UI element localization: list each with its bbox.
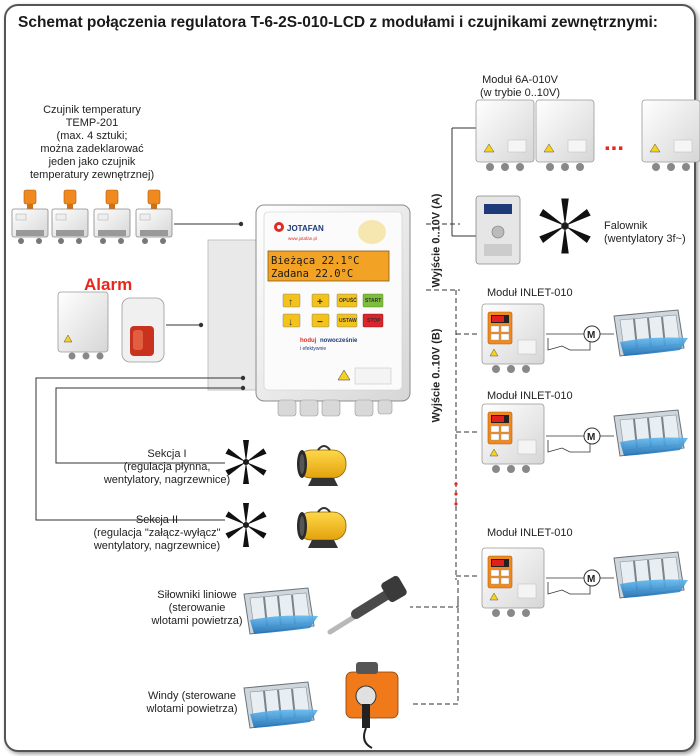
module-6a-3 bbox=[641, 99, 700, 172]
module-6a-2 bbox=[535, 99, 595, 172]
inlet-module-1 bbox=[481, 303, 545, 374]
controller-website: www.jotafan.pl bbox=[288, 236, 317, 241]
ustaw-button-label: USTAW bbox=[339, 318, 357, 324]
lcd-line-1: Bieżąca 22.1°C bbox=[271, 255, 360, 267]
module-6a-ellipsis: ... bbox=[604, 129, 624, 156]
actuators-label-line-2: (sterowanie bbox=[168, 602, 226, 614]
section1-heater-icon bbox=[296, 445, 347, 487]
continuation-dot-2 bbox=[454, 492, 458, 496]
sensor-label-line-1: Czujnik temperatury bbox=[43, 104, 141, 116]
module-6a-1 bbox=[475, 99, 535, 172]
section1-label-line-1: Sekcja I bbox=[147, 448, 187, 460]
actuator-wire bbox=[410, 580, 459, 608]
inlet-module-3-label: Moduł INLET-010 bbox=[487, 527, 573, 539]
section2-label-line-2: (regulacja "załącz-wyłącz" bbox=[93, 527, 221, 539]
section2-wire-end bbox=[240, 375, 246, 381]
temperature-sensor-4 bbox=[135, 189, 173, 245]
linear-actuator-icon bbox=[327, 575, 407, 635]
svg-text:↑: ↑ bbox=[288, 297, 293, 308]
stop-button-label: STOP bbox=[367, 318, 381, 324]
winch-air-inlet bbox=[243, 681, 319, 729]
sensor-label-line-6: temperatury zewnętrznej) bbox=[30, 169, 155, 181]
inlet-3-wiring bbox=[546, 577, 614, 595]
sensor-wire-end bbox=[238, 221, 244, 227]
inlet-module-1-label: Moduł INLET-010 bbox=[487, 287, 573, 299]
slogan-3: i efektywnie bbox=[300, 346, 326, 352]
winch-wire bbox=[410, 600, 459, 705]
sensor-label-line-3: (max. 4 sztuki; bbox=[56, 130, 128, 142]
module-6a-label-line-2: (w trybie 0..10V) bbox=[479, 87, 561, 99]
continuation-dot-1 bbox=[454, 482, 458, 486]
section1-wire-end bbox=[240, 385, 246, 391]
actuators-label-line-1: Siłowniki liniowe bbox=[157, 589, 237, 601]
controller-unit: ↑ + ↓ − bbox=[207, 204, 411, 417]
svg-text:−: − bbox=[317, 317, 323, 328]
inlet-1-wiring bbox=[546, 333, 614, 351]
diagram-title: Schemat połączenia regulatora T-6-2S-010… bbox=[18, 14, 658, 31]
section2-wire bbox=[35, 377, 242, 521]
alarm-module bbox=[57, 291, 109, 360]
section1-label-line-2: (regulacja płynna, bbox=[123, 461, 211, 473]
section1-label: Sekcja I (regulacja płynna, wentylatory,… bbox=[94, 448, 240, 487]
lcd-line-2: Zadana 22.0°C bbox=[271, 268, 353, 280]
inverter-label: Falownik (wentylatory 3f~) bbox=[604, 220, 686, 246]
winch-actuator-icon bbox=[345, 662, 399, 749]
slogan-2: nowocześnie bbox=[320, 338, 358, 344]
inverter-device bbox=[475, 195, 521, 265]
sensor-label: Czujnik temperatury TEMP-201 (max. 4 szt… bbox=[30, 104, 154, 182]
temperature-sensor-1 bbox=[11, 189, 49, 245]
alarm-wire-end bbox=[198, 322, 204, 328]
module-6a-label-line-1: Moduł 6A-010V bbox=[482, 74, 558, 86]
section2-heater-icon bbox=[296, 507, 347, 549]
controller-brand: JOTAFAN bbox=[287, 224, 324, 233]
inverter-label-line-2: (wentylatory 3f~) bbox=[604, 233, 686, 245]
temperature-sensor-2 bbox=[51, 189, 89, 245]
output-a-label: Wyjście 0..10V (A) bbox=[430, 193, 443, 288]
winches-label-line-1: Windy (sterowane bbox=[147, 690, 237, 702]
temperature-sensor-3 bbox=[93, 189, 131, 245]
sensor-label-line-4: można zadeklarować bbox=[40, 143, 144, 155]
output-b-label: Wyjście 0..10V (B) bbox=[430, 328, 443, 423]
alarm-label: Alarm bbox=[84, 275, 133, 294]
inlet-2-wiring bbox=[546, 435, 614, 453]
actuator-air-inlet bbox=[243, 587, 319, 635]
inlet-module-3 bbox=[481, 547, 545, 618]
alarm-siren bbox=[121, 297, 165, 363]
inverter-label-line-1: Falownik bbox=[604, 220, 648, 232]
section1-label-line-3: wentylatory, nagrzewnice) bbox=[103, 474, 231, 486]
air-inlet-1 bbox=[613, 309, 689, 357]
inverter-fan-icon bbox=[539, 198, 591, 254]
actuators-label-line-3: wlotami powietrza) bbox=[151, 615, 243, 627]
module-6a-label: Moduł 6A-010V (w trybie 0..10V) bbox=[470, 74, 570, 100]
section2-label-line-3: wentylatory, nagrzewnice) bbox=[93, 540, 221, 552]
motor-label-2: M bbox=[587, 432, 595, 443]
continuation-dot-3 bbox=[454, 502, 458, 506]
opusc-button-label: OPUŚĆ bbox=[339, 296, 357, 304]
sensor-label-line-5: jeden jako czujnik bbox=[48, 156, 136, 168]
svg-text:↓: ↓ bbox=[288, 317, 293, 328]
winches-label: Windy (sterowane wlotami powietrza) bbox=[140, 690, 244, 716]
air-inlet-2 bbox=[613, 409, 689, 457]
section2-label: Sekcja II (regulacja "załącz-wyłącz" wen… bbox=[76, 514, 238, 553]
section2-label-line-1: Sekcja II bbox=[135, 514, 179, 526]
svg-text:+: + bbox=[317, 297, 323, 308]
actuators-label: Siłowniki liniowe (sterowanie wlotami po… bbox=[150, 589, 244, 628]
inlet-module-2-label: Moduł INLET-010 bbox=[487, 390, 573, 402]
air-inlet-3 bbox=[613, 551, 689, 599]
slogan-1: hoduj bbox=[300, 338, 317, 344]
motor-label-1: M bbox=[587, 330, 595, 341]
inlet-module-2 bbox=[481, 403, 545, 474]
winches-label-line-2: wlotami powietrza) bbox=[146, 703, 238, 715]
section1-wire bbox=[55, 387, 242, 464]
motor-label-3: M bbox=[587, 574, 595, 585]
start-button-label: START bbox=[365, 298, 381, 304]
sensor-label-line-2: TEMP-201 bbox=[65, 117, 119, 129]
